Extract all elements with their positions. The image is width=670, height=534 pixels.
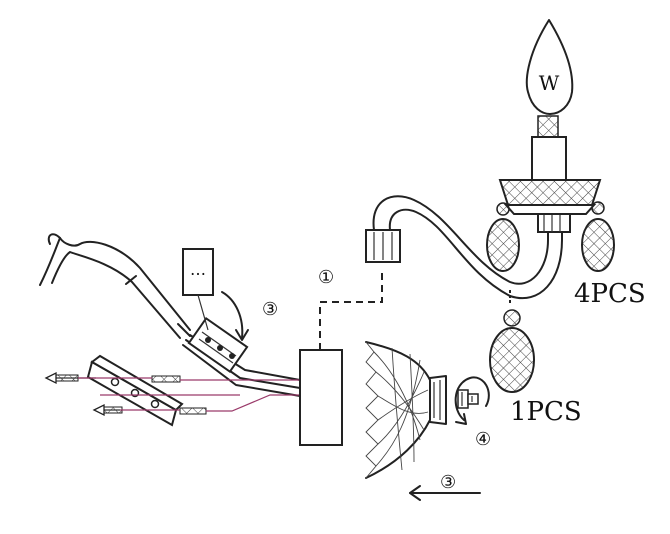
step-4-label: ④ [475, 429, 491, 450]
junction-label: … [190, 260, 206, 279]
rotate-arrow-top [221, 291, 249, 341]
pendants-count-label: 4PCS [574, 279, 646, 309]
terminal-block [187, 316, 249, 374]
curved-arm [372, 195, 563, 300]
junction-label-box: … [182, 248, 214, 331]
alignment-lines [78, 377, 300, 412]
crystal-pendant-right [581, 201, 615, 272]
bulb-letter: W [539, 71, 560, 95]
wall-plate [299, 349, 343, 446]
crystal-drop [489, 290, 535, 393]
dashed-connection [319, 272, 383, 350]
finial-nut [457, 389, 479, 409]
mains-cable [39, 233, 191, 339]
rotate-arrow-finial [454, 376, 490, 425]
candle-sleeve [531, 115, 567, 181]
candle-cup [498, 179, 602, 233]
step-1-label: ① [318, 267, 334, 288]
step-3-label-bottom: ③ [440, 472, 456, 493]
step-3-label-top: ③ [262, 299, 278, 320]
crystal-pendant-left [486, 202, 520, 272]
light-bulb [525, 19, 574, 115]
glass-shade [365, 341, 447, 479]
drop-count-label: 1PCS [510, 397, 582, 427]
direction-arrow-bottom [409, 485, 481, 501]
arm-connector [365, 229, 401, 263]
